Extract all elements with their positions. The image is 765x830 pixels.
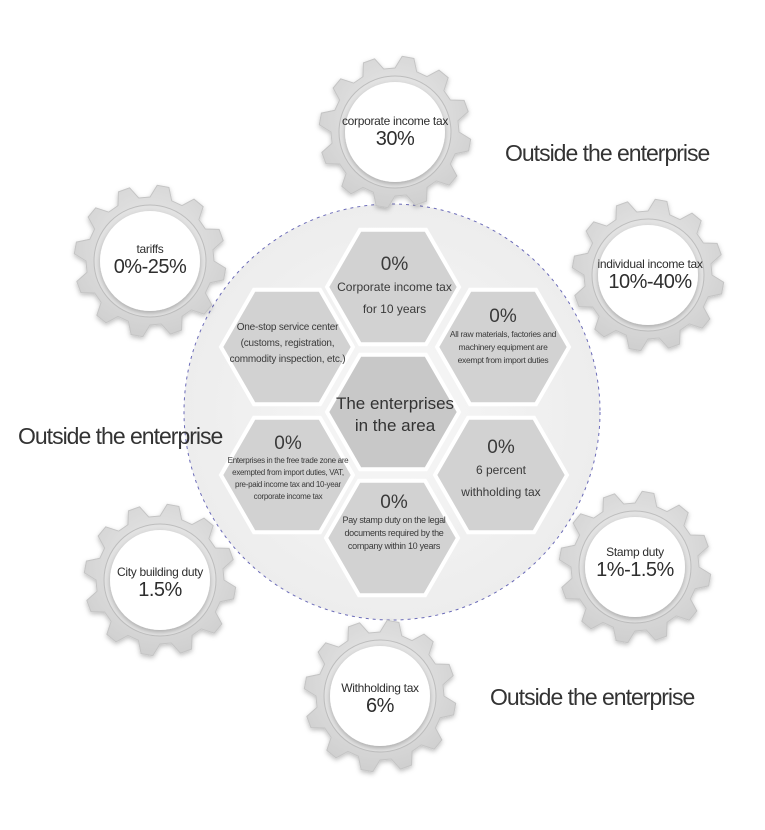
hex-text: One-stop service center (customs, regist… — [229, 322, 346, 365]
hex-value: 0% — [380, 254, 409, 275]
gear-city-building-duty: City building duty 1.5% — [95, 565, 225, 601]
gear-shape-individual-income-tax — [571, 198, 725, 352]
hex-text: 6 percent withholding tax — [461, 463, 541, 499]
gear-label: City building duty — [117, 565, 203, 579]
gear-corporate-income-tax: corporate income tax 30% — [330, 114, 460, 150]
gear-label: tariffs — [136, 242, 164, 256]
gear-label: individual income tax — [597, 257, 703, 271]
gear-shape-corporate-income-tax — [318, 55, 472, 209]
hex-text: Pay stamp duty on the legal documents re… — [342, 515, 446, 551]
hex-stamp-duty: 0% Pay stamp duty on the legal documents… — [334, 492, 454, 553]
gear-value: 30% — [375, 128, 415, 150]
hex-withholding-tax: 0% 6 percent withholding tax — [451, 437, 551, 503]
gear-label: Stamp duty — [606, 545, 664, 559]
hex-value: 0% — [489, 306, 517, 327]
gear-shape-stamp-duty — [558, 490, 712, 644]
hex-one-stop-service: One-stop service center (customs, regist… — [225, 320, 350, 368]
center-hex-text: The enterprises in the area — [335, 394, 455, 435]
hex-value: 0% — [487, 437, 515, 458]
gear-stamp-duty: Stamp duty 1%-1.5% — [570, 545, 700, 581]
gear-label: corporate income tax — [341, 114, 449, 128]
hex-shape-upper-left — [218, 287, 356, 407]
hex-corporate-income-tax: 0% Corporate income tax for 10 years — [337, 254, 452, 320]
gear-value: 10%-40% — [608, 271, 692, 293]
gear-face — [100, 211, 200, 311]
gear-face — [345, 82, 445, 182]
hex-text: All raw materials, factories and machine… — [449, 329, 557, 365]
hex-free-trade-zone: 0% Enterprises in the free trade zone ar… — [227, 433, 349, 503]
gear-individual-income-tax: individual income tax 10%-40% — [575, 257, 725, 293]
outside-label: Outside the enterprise — [18, 423, 223, 449]
gear-value: 0%-25% — [113, 256, 187, 278]
hex-text: Corporate income tax for 10 years — [337, 280, 452, 316]
gear-value: 6% — [366, 695, 394, 717]
hex-value: 0% — [274, 433, 302, 454]
hex-shape-lower-left — [218, 415, 356, 535]
gear-face — [598, 225, 698, 325]
hex-value: 0% — [380, 492, 408, 513]
gear-shape-tariffs — [73, 184, 227, 338]
gear-face — [330, 646, 430, 746]
gear-tariffs: tariffs 0%-25% — [85, 242, 215, 278]
gear-face — [110, 530, 210, 630]
hex-shape-center — [324, 352, 462, 472]
gear-label: Withholding tax — [341, 681, 419, 695]
outside-label: Outside the enterprise — [490, 684, 695, 710]
hex-shape-upper-right — [434, 287, 572, 407]
gear-withholding-tax: Withholding tax 6% — [315, 681, 445, 717]
hex-shape-lower-right — [432, 415, 570, 535]
gear-value: 1.5% — [138, 579, 182, 601]
hex-import-duty-exemption: 0% All raw materials, factories and mach… — [448, 306, 558, 367]
hex-shape-bottom — [323, 478, 461, 598]
gear-face — [585, 517, 685, 617]
gear-value: 1%-1.5% — [596, 559, 674, 581]
gear-shape-city-building-duty — [83, 503, 237, 657]
outside-label: Outside the enterprise — [505, 140, 710, 166]
hex-shape-top — [324, 227, 462, 347]
gear-shape-withholding-tax — [303, 619, 457, 773]
hex-text: Enterprises in the free trade zone are e… — [227, 456, 349, 501]
